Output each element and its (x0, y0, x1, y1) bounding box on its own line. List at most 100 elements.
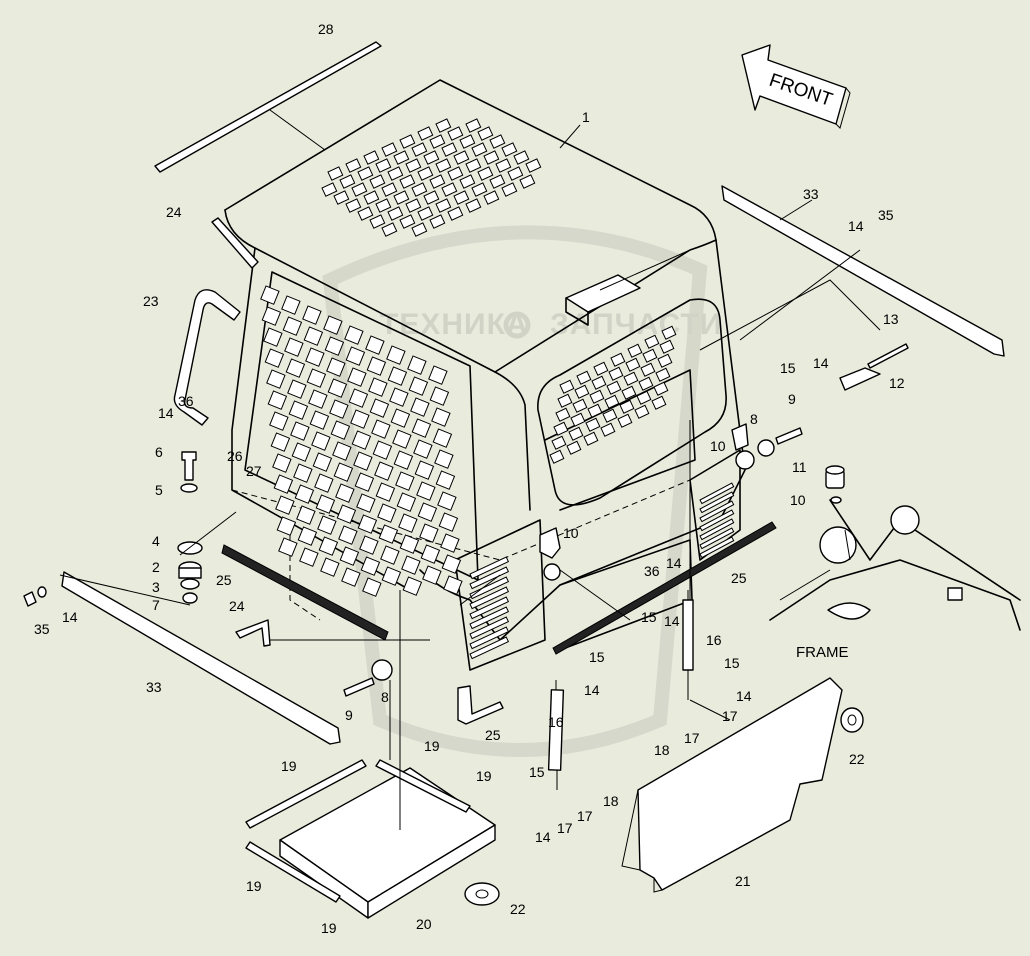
slot-vent-cell (699, 536, 735, 559)
callout-35: 35 (34, 621, 50, 637)
side-vent-cell (284, 337, 304, 357)
callout-15: 15 (529, 764, 545, 780)
roof-vent-cell (381, 142, 398, 157)
callout-35: 35 (878, 207, 894, 223)
side-vent-cell (323, 315, 343, 335)
side-vent-cell (395, 471, 415, 491)
side-vent-cell (416, 481, 436, 501)
side-vent-cell (267, 390, 288, 410)
window-vent-cell (644, 334, 660, 349)
side-vent-cell (303, 326, 324, 346)
side-vent-cell (357, 514, 378, 534)
side-vent-cell (420, 544, 441, 564)
side-vent-cell (302, 305, 322, 325)
side-vent-cell (299, 547, 319, 567)
side-vent-cell (276, 516, 297, 536)
callout-6: 6 (155, 444, 163, 460)
side-vent-cell (366, 356, 387, 376)
slot-vent-cell (699, 482, 735, 505)
bolt-35-left (23, 586, 47, 607)
roof-vent-cell (465, 118, 482, 133)
window-vent-cell (583, 431, 599, 446)
side-vent-cell (378, 524, 399, 544)
side-vent-cell (275, 495, 295, 515)
window-vent-cell (606, 380, 622, 395)
side-vent-cell (371, 419, 391, 439)
window-vent-cell (657, 353, 673, 368)
roof-vent-cell (405, 158, 422, 173)
roof-vent-cell (363, 150, 380, 165)
callout-19: 19 (424, 738, 440, 754)
side-vent-cell (306, 368, 327, 388)
side-vent-cell (386, 345, 406, 365)
side-vent-cell (332, 441, 352, 461)
window-vent-cell (566, 440, 582, 455)
side-vent-cell (314, 473, 334, 493)
side-vent-cell (264, 348, 285, 368)
roof-vent-grid (321, 118, 542, 237)
roof-vent-cell (393, 150, 410, 165)
roof-vent-cell (489, 174, 506, 189)
callout-17: 17 (684, 730, 700, 746)
callout-5: 5 (155, 482, 163, 498)
side-vent-cell (440, 533, 460, 553)
side-vent-cell (350, 409, 370, 429)
side-vent-cell (297, 526, 318, 546)
side-vent-cell (441, 554, 462, 574)
slot-vents (469, 482, 735, 660)
side-vent-cell (324, 336, 345, 356)
side-vent-cell (365, 335, 385, 355)
window-vent-cell (602, 408, 618, 423)
callout-26: 26 (227, 448, 243, 464)
side-vent-cell (380, 545, 400, 565)
side-vent-cell (369, 398, 390, 418)
callout-18: 18 (603, 793, 619, 809)
side-vent-cell (428, 365, 448, 385)
callout-15: 15 (780, 360, 796, 376)
callout-24: 24 (166, 204, 182, 220)
front-direction-arrow: FRONT (741, 44, 851, 129)
side-vent-cell (351, 430, 372, 450)
window-vent-cell (557, 393, 573, 408)
roof-vent-cell (399, 134, 416, 149)
part-33-bar-left (61, 571, 341, 745)
side-vent-cell (287, 379, 307, 399)
callout-36: 36 (178, 393, 194, 409)
side-vent-cell (338, 525, 358, 545)
window-vent-cell (655, 367, 671, 382)
side-vent-cell (344, 325, 364, 345)
side-vent-cell (270, 432, 291, 452)
callout-15: 15 (724, 655, 740, 671)
window-vent-cell (572, 398, 588, 413)
callout-14: 14 (736, 688, 752, 704)
roof-vent-cell (447, 166, 464, 181)
roof-vent-cell (447, 206, 464, 221)
callout-14: 14 (584, 682, 600, 698)
roof-vent-cell (435, 198, 452, 213)
roof-vent-cell (411, 142, 428, 157)
latch-10-right (731, 423, 803, 470)
callout-13: 13 (883, 311, 899, 327)
side-vent-cell (417, 502, 438, 522)
callout-14: 14 (848, 218, 864, 234)
side-vent-cell (341, 567, 361, 587)
roof-vent-cell (471, 182, 488, 197)
part-12-13-latch-rod (839, 343, 909, 391)
slot-vent-cell (469, 606, 510, 630)
side-vent-cell (429, 386, 450, 406)
side-vent-cell (381, 566, 402, 586)
window-vent-cell (627, 343, 643, 358)
frame-label: FRAME (796, 644, 849, 661)
roof-vent-cell (501, 182, 518, 197)
side-vent-cell (372, 440, 393, 460)
callout-15: 15 (641, 609, 657, 625)
roof-vent-cell (525, 158, 542, 173)
side-vent-cell (359, 535, 379, 555)
window-vent-cell (585, 417, 601, 432)
part-23-handle (173, 289, 241, 426)
roof-vent-cell (477, 166, 494, 181)
callout-22: 22 (510, 901, 526, 917)
part-24-bar-bottom (235, 619, 271, 647)
roof-vent-cell (381, 222, 398, 237)
